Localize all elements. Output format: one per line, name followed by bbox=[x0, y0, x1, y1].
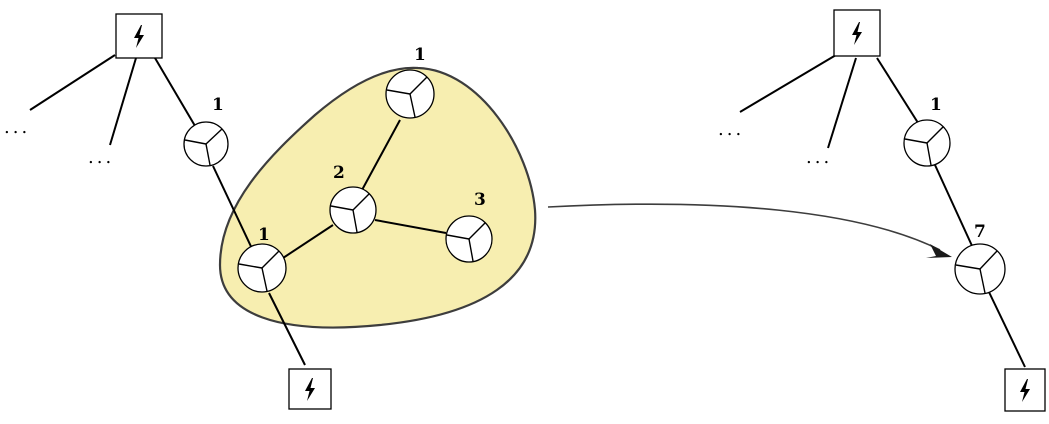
edge-source-to-dots-left bbox=[29, 54, 116, 111]
node-lower-left-weight: 1 bbox=[258, 225, 270, 245]
power-source-top-left bbox=[115, 13, 163, 59]
three-spoke-node-icon bbox=[468, 222, 486, 240]
cluster-node-top-weight: 1 bbox=[414, 45, 426, 65]
power-source-top-right bbox=[833, 9, 881, 57]
cluster-highlight bbox=[218, 66, 537, 329]
ellipsis-left: ... bbox=[718, 119, 744, 140]
edge-node-upper-to-node-lower bbox=[212, 165, 256, 256]
edge-node-upper-to-merged-node bbox=[934, 164, 974, 249]
ellipsis-left: ... bbox=[4, 117, 30, 138]
node-upper-right-weight: 1 bbox=[930, 95, 942, 115]
node-upper-left-weight: 1 bbox=[212, 95, 224, 115]
edge-merged-node-to-source-bottom bbox=[987, 289, 1026, 368]
ellipsis-mid: ... bbox=[88, 147, 114, 168]
cluster-node-top bbox=[385, 69, 435, 119]
three-spoke-node-icon bbox=[979, 250, 998, 270]
edge-source-to-dots-mid bbox=[109, 57, 137, 146]
cluster-node-center bbox=[329, 186, 377, 234]
left-graph: ... ... 1 1 2 1 bbox=[4, 13, 537, 410]
three-spoke-node-icon bbox=[926, 126, 944, 144]
edge-source-to-node-upper bbox=[876, 57, 921, 127]
merged-node-weight: 7 bbox=[974, 222, 986, 242]
ellipsis-mid: ... bbox=[806, 147, 832, 168]
edge-source-to-dots-mid bbox=[827, 57, 857, 149]
node-lower-left bbox=[237, 243, 287, 293]
contraction-arrow bbox=[547, 203, 952, 258]
edge-cluster-center-to-right bbox=[374, 219, 447, 234]
node-upper-left bbox=[183, 121, 229, 167]
edge-source-to-node-upper bbox=[154, 57, 199, 132]
edge-node-lower-to-cluster-center bbox=[282, 224, 334, 259]
three-spoke-node-icon bbox=[261, 250, 280, 269]
edge-node-lower-to-source-bottom bbox=[268, 292, 306, 366]
three-spoke-node-icon bbox=[352, 193, 370, 211]
cluster-node-right-weight: 3 bbox=[474, 190, 486, 210]
node-upper-right bbox=[903, 119, 951, 167]
edge-source-to-dots-left bbox=[739, 54, 837, 113]
right-graph: ... ... 1 7 bbox=[718, 9, 1046, 412]
cluster-node-right bbox=[445, 215, 493, 263]
power-source-bottom-right bbox=[1004, 368, 1046, 412]
three-spoke-node-icon bbox=[205, 128, 223, 145]
three-spoke-node-icon bbox=[409, 76, 428, 95]
power-source-bottom-left bbox=[288, 368, 332, 410]
arrow-head-icon bbox=[926, 244, 952, 258]
cluster-node-center-weight: 2 bbox=[333, 163, 345, 183]
merged-node bbox=[954, 243, 1006, 295]
edge-cluster-center-to-top bbox=[361, 119, 401, 191]
